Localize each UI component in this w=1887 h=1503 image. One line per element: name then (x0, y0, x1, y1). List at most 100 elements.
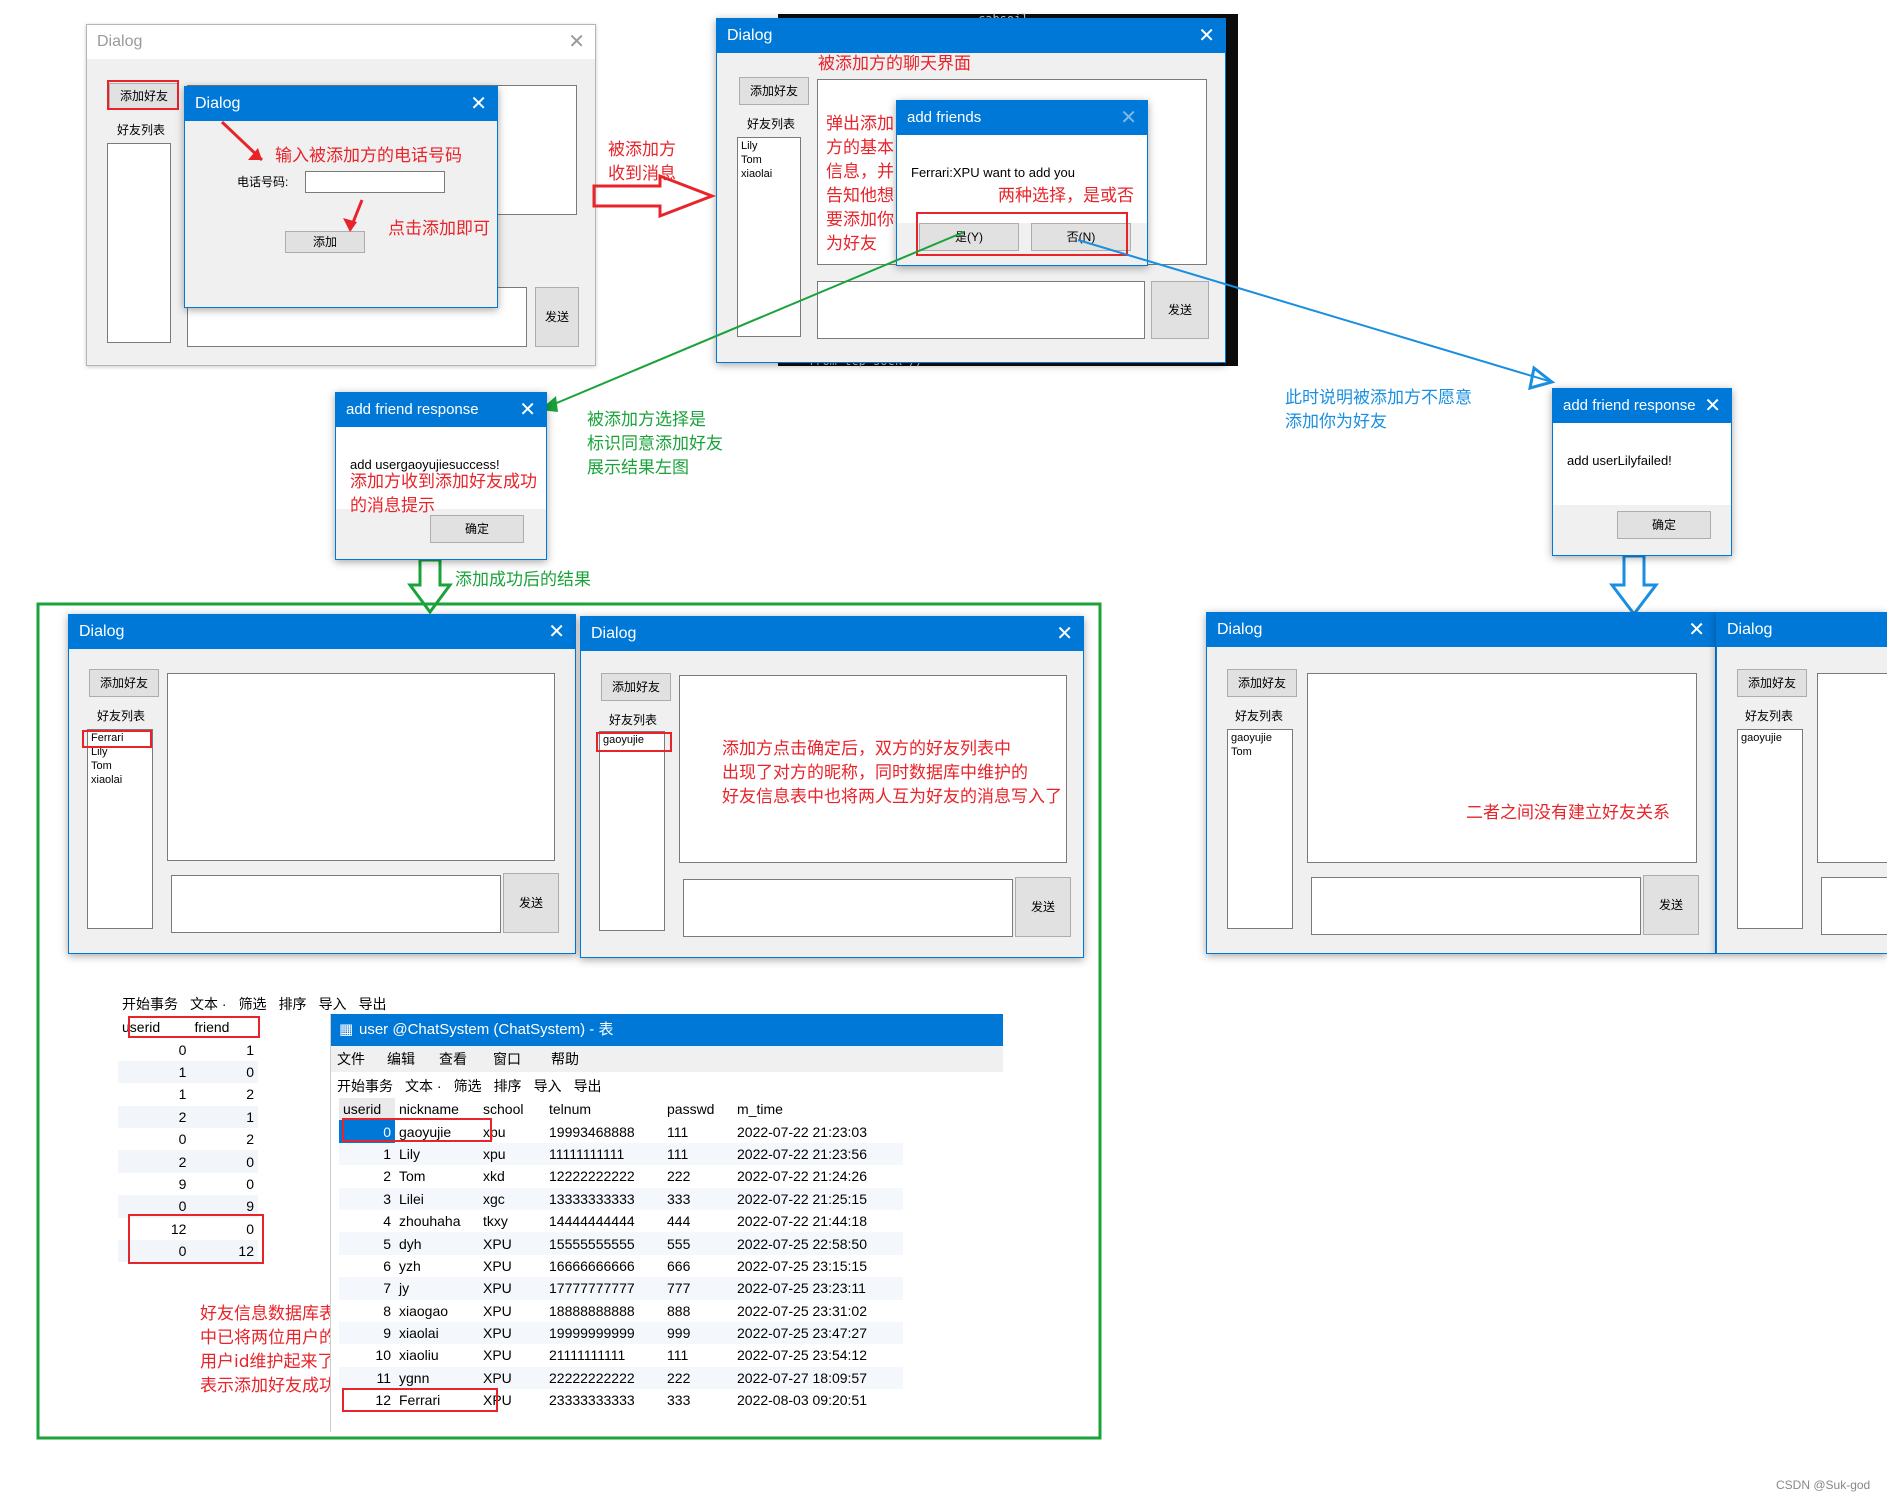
send-button[interactable]: 发送 (503, 873, 559, 933)
toolbar-export[interactable]: 导出 (358, 996, 387, 1012)
column-header[interactable]: userid (339, 1098, 395, 1121)
menu-edit[interactable]: 编辑 (387, 1051, 415, 1067)
friend-list[interactable] (107, 143, 171, 343)
list-item[interactable]: Tom (741, 154, 762, 166)
close-icon[interactable]: ✕ (1704, 395, 1721, 417)
toolbar-filter[interactable]: 筛选 (453, 1078, 482, 1094)
list-item[interactable]: Lily (741, 140, 758, 152)
friend-list[interactable]: gaoyujie Tom (1227, 729, 1293, 929)
column-header[interactable]: friend (194, 1019, 230, 1036)
add-friend-button[interactable]: 添加好友 (601, 673, 671, 701)
menu-help[interactable]: 帮助 (551, 1051, 579, 1067)
column-header[interactable]: userid (122, 1019, 161, 1036)
add-friend-button[interactable]: 添加好友 (89, 669, 159, 697)
close-icon[interactable]: ✕ (1198, 25, 1215, 47)
send-button[interactable]: 发送 (1151, 281, 1209, 339)
list-item[interactable]: Ferrari (91, 732, 124, 744)
send-button[interactable]: 发送 (535, 287, 579, 347)
title-bar: add friend response✕ (336, 393, 546, 427)
toolbar-text[interactable]: 文本 · (405, 1078, 442, 1094)
list-item[interactable]: gaoyujie (603, 734, 644, 746)
toolbar-begin-transaction[interactable]: 开始事务 (122, 996, 178, 1012)
send-button[interactable]: 发送 (1015, 877, 1071, 937)
toolbar-begin-transaction[interactable]: 开始事务 (337, 1078, 393, 1094)
message-input[interactable] (1821, 877, 1887, 935)
column-header[interactable]: school (483, 1101, 524, 1118)
message-input[interactable] (683, 879, 1013, 937)
response-message: add usergaoyujiesuccess! (350, 457, 500, 472)
column-header[interactable]: passwd (667, 1101, 715, 1118)
ok-button[interactable]: 确定 (430, 515, 524, 543)
column-header[interactable]: m_time (737, 1101, 783, 1118)
friend-list[interactable]: Ferrari Lily Tom xiaolai (87, 729, 153, 929)
close-icon[interactable]: ✕ (1056, 623, 1073, 645)
cell: dyh (399, 1235, 422, 1252)
column-header[interactable]: telnum (549, 1101, 592, 1118)
highlight-gaoyujie-row (342, 1118, 492, 1142)
menu-file[interactable]: 文件 (337, 1051, 365, 1067)
list-item[interactable]: xiaolai (741, 168, 773, 180)
toolbar-import[interactable]: 导入 (533, 1078, 562, 1094)
add-friend-button[interactable]: 添加好友 (1227, 669, 1297, 697)
list-item[interactable]: gaoyujie (1741, 732, 1782, 744)
message-input[interactable] (171, 875, 501, 933)
dialog-body (897, 135, 1147, 223)
friend-list[interactable]: gaoyujie (599, 731, 665, 931)
ok-button[interactable]: 确定 (1617, 511, 1711, 539)
message-input[interactable] (817, 281, 1145, 339)
close-icon[interactable]: ✕ (568, 31, 585, 53)
close-icon[interactable]: ✕ (1688, 619, 1705, 641)
close-icon[interactable]: ✕ (548, 621, 565, 643)
close-icon[interactable]: ✕ (1120, 107, 1137, 129)
list-item[interactable]: Tom (91, 760, 112, 772)
send-button[interactable]: 发送 (1643, 875, 1699, 935)
cell: 21111111111 (549, 1347, 626, 1364)
toolbar-filter[interactable]: 筛选 (238, 996, 267, 1012)
column-header[interactable]: nickname (399, 1101, 459, 1118)
add-friend-button[interactable]: 添加好友 (109, 83, 179, 109)
toolbar-export[interactable]: 导出 (573, 1078, 602, 1094)
list-item[interactable]: Tom (1231, 746, 1252, 758)
toolbar-import[interactable]: 导入 (318, 996, 347, 1012)
list-item[interactable]: xiaolai (91, 774, 123, 786)
add-button[interactable]: 添加 (285, 231, 365, 253)
add-friend-button[interactable]: 添加好友 (1737, 669, 1807, 697)
toolbar-sort[interactable]: 排序 (278, 996, 307, 1012)
phone-input[interactable] (305, 171, 445, 193)
list-item[interactable]: gaoyujie (1231, 732, 1272, 744)
menu-view[interactable]: 查看 (439, 1051, 467, 1067)
menu-window[interactable]: 窗口 (493, 1051, 521, 1067)
toolbar-sort[interactable]: 排序 (493, 1078, 522, 1094)
friend-list[interactable]: Lily Tom xiaolai (737, 137, 801, 337)
list-item[interactable]: Lily (91, 746, 108, 758)
add-friend-button[interactable]: 添加好友 (739, 77, 809, 105)
friend-list[interactable]: gaoyujie (1737, 729, 1803, 929)
close-icon[interactable]: ✕ (470, 93, 487, 115)
message-input[interactable] (1311, 877, 1641, 935)
close-icon[interactable]: ✕ (519, 399, 536, 421)
toolbar-text[interactable]: 文本 · (190, 996, 227, 1012)
